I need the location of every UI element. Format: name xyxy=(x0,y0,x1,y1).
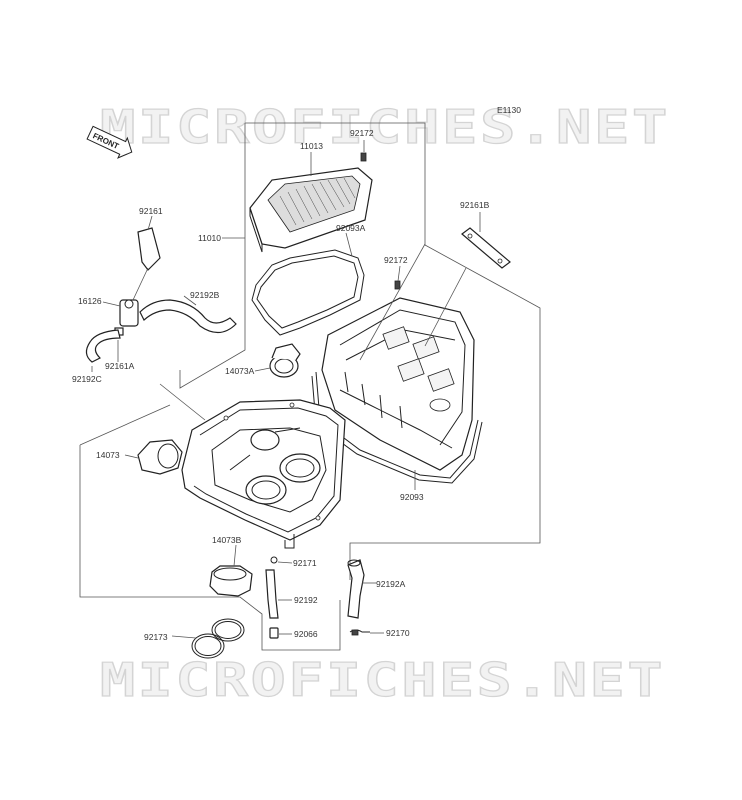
label-92173: 92173 xyxy=(144,632,168,642)
part-92161B-plate xyxy=(461,212,511,269)
frame-line-left xyxy=(179,123,246,389)
label-14073: 14073 xyxy=(96,450,120,460)
part-92171-clip xyxy=(270,556,293,564)
label-11010: 11010 xyxy=(198,233,221,243)
figure-code: E1130 xyxy=(497,105,521,115)
part-lower-air-box xyxy=(181,399,346,549)
part-92093A-gasket xyxy=(251,232,365,336)
part-92192C-hose xyxy=(85,329,121,363)
part-92161-bracket xyxy=(137,215,161,271)
frame-line-diag2 xyxy=(159,383,206,421)
part-92066-plug xyxy=(269,627,292,639)
part-92172-mid xyxy=(394,280,401,290)
label-92093A: 92093A xyxy=(336,223,366,233)
label-92161: 92161 xyxy=(139,206,163,216)
label-11013: 11013 xyxy=(300,141,323,151)
label-92161B: 92161B xyxy=(460,200,490,210)
part-upper-air-box xyxy=(311,243,483,484)
frame-line-lower xyxy=(79,445,341,651)
part-14073A-boot xyxy=(269,343,301,378)
part-number-labels: 92172 11013 11010 92093A 92161 92161B 92… xyxy=(72,128,490,642)
part-14073-intake xyxy=(124,439,183,475)
frame-line-diag xyxy=(79,404,171,446)
label-92170: 92170 xyxy=(386,628,410,638)
leader-lines xyxy=(91,237,416,490)
frame-line-top xyxy=(245,122,541,580)
part-92170-clamp xyxy=(349,629,384,636)
label-14073A: 14073A xyxy=(225,366,255,376)
part-92192A-hose xyxy=(347,559,376,619)
label-92161A: 92161A xyxy=(105,361,135,371)
label-92171: 92171 xyxy=(293,558,317,568)
part-92192B-hose xyxy=(139,299,237,334)
label-92093: 92093 xyxy=(400,492,424,502)
part-92173-clamp xyxy=(171,618,245,659)
part-92192-hose xyxy=(265,569,292,619)
label-14073B: 14073B xyxy=(212,535,242,545)
label-92172-top: 92172 xyxy=(350,128,374,138)
watermark-top: MICROFICHES.NET xyxy=(100,100,670,154)
label-92192C: 92192C xyxy=(72,374,102,384)
watermark-bottom: MICROFICHES.NET xyxy=(100,653,665,707)
label-92192A: 92192A xyxy=(376,579,406,589)
label-16126: 16126 xyxy=(78,296,102,306)
part-14073B-boot xyxy=(209,544,253,597)
label-92172-mid: 92172 xyxy=(384,255,408,265)
label-92192B: 92192B xyxy=(190,290,220,300)
part-92172-top xyxy=(360,140,367,162)
label-92192: 92192 xyxy=(294,595,318,605)
part-11013-air-filter xyxy=(249,152,373,253)
label-92066: 92066 xyxy=(294,629,318,639)
part-16126-valve xyxy=(114,267,149,336)
